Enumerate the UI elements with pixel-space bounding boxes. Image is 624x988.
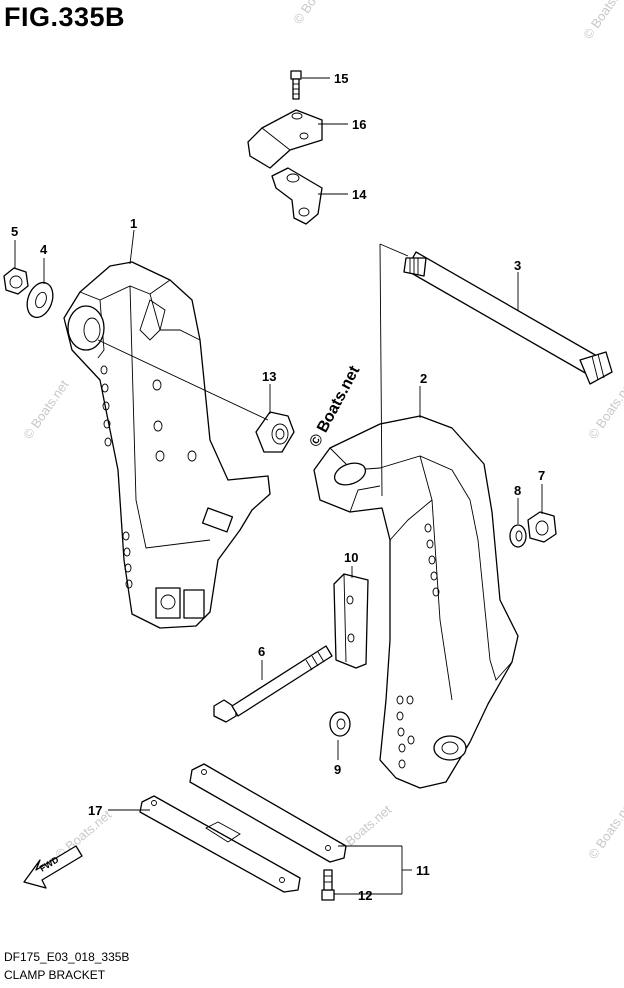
bracket-2-adjustment-holes: [396, 523, 440, 769]
callout-7: 7: [538, 468, 545, 483]
callout-8: 8: [514, 483, 521, 498]
callout-14: 14: [352, 187, 367, 202]
part-17-plate-lower: [139, 795, 301, 893]
watermark-text: © Boats.net: [290, 0, 342, 27]
part-6-bolt: [213, 645, 333, 723]
callout-11: 11: [416, 863, 430, 878]
part-8-washer: [509, 524, 527, 548]
callout-17: 17: [88, 803, 102, 818]
part-15-bolt: [290, 70, 302, 100]
callout-10: 10: [344, 550, 358, 565]
bracket-1-adjustment-holes: [100, 365, 197, 589]
part-9-washer: [329, 711, 351, 737]
watermark-text: © Boats.net: [20, 377, 72, 442]
part-12-bolt: [321, 869, 335, 901]
part-1-clamp-bracket-left: [63, 261, 271, 629]
leader-lines: [14, 77, 543, 895]
callout-15: 15: [334, 71, 348, 86]
callout-12: 12: [358, 888, 372, 903]
callout-1: 1: [130, 216, 137, 231]
callout-2: 2: [420, 371, 427, 386]
part-17-plate-upper: [189, 763, 347, 863]
figure-name: CLAMP BRACKET: [4, 968, 106, 982]
figure-title: FIG.335B: [4, 2, 126, 32]
part-7-nut: [527, 511, 557, 543]
part-3-tube-shaft: [403, 251, 613, 385]
callout-6: 6: [258, 644, 265, 659]
watermark-text: © Boats.net: [580, 0, 624, 42]
part-5-nut: [3, 267, 29, 295]
figure-code: DF175_E03_018_335B: [4, 950, 130, 964]
callout-labels: 15 16 14 1 5 4 3 13 2 8 7 10 6 9 17 11 1…: [11, 71, 545, 903]
callout-4: 4: [40, 242, 48, 257]
watermark-text: © Boats.net: [585, 797, 624, 862]
watermark-text: © Boats.net: [585, 377, 624, 442]
part-10-plate: [333, 573, 369, 669]
callout-3: 3: [514, 258, 521, 273]
part-16-cover: [247, 109, 323, 169]
part-4-washer: [26, 281, 54, 319]
part-13-bushing: [255, 411, 295, 453]
part-2-clamp-bracket-right: [313, 415, 519, 789]
callout-13: 13: [262, 369, 276, 384]
callout-9: 9: [334, 762, 341, 777]
callout-16: 16: [352, 117, 366, 132]
part-14-bracket: [271, 167, 323, 225]
callout-5: 5: [11, 224, 18, 239]
